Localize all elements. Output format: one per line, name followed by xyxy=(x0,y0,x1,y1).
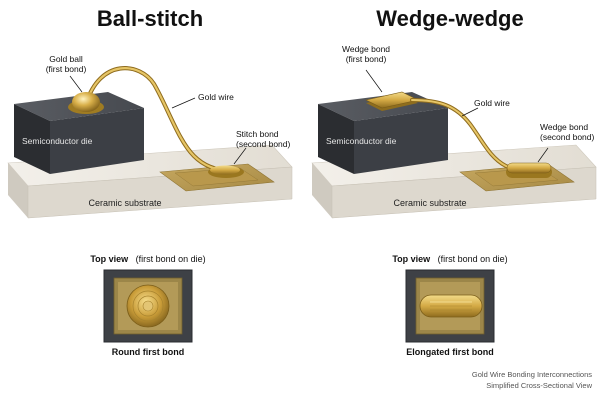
right-first-bond-label-2: (first bond) xyxy=(346,54,387,64)
figure-caption-subtitle: Simplified Cross-Sectional View xyxy=(486,381,592,390)
left-top-view-heading: Top view (first bond on die) xyxy=(90,249,205,266)
left-bond-caption: Round first bond xyxy=(112,347,184,357)
right-substrate-label: Ceramic substrate xyxy=(393,198,466,208)
wedge-wedge-title: Wedge-wedge xyxy=(376,6,524,31)
ball-stitch-title: Ball-stitch xyxy=(96,6,204,31)
right-second-bond-label-2: (second bond) xyxy=(540,132,595,142)
figure-caption-title: Gold Wire Bonding Interconnections xyxy=(471,370,592,379)
wedge-second-bond xyxy=(506,162,552,178)
left-substrate-label: Ceramic substrate xyxy=(88,198,161,208)
left-wire-label: Gold wire xyxy=(198,92,234,102)
right-top-view-die xyxy=(405,269,495,343)
right-top-view-heading: Top view (first bond on die) xyxy=(392,249,507,266)
left-first-bond-label-1: Gold ball xyxy=(49,54,83,64)
right-die-label: Semiconductor die xyxy=(326,136,397,146)
right-bond-caption: Elongated first bond xyxy=(406,347,494,357)
left-top-view-bold: Top view xyxy=(90,254,129,264)
right-top-view-bold: Top view xyxy=(392,254,431,264)
stitch-bond xyxy=(208,165,244,178)
left-top-view-die xyxy=(103,269,193,343)
right-first-bond-label-1: Wedge bond xyxy=(342,44,390,54)
left-second-bond-label-1: Stitch bond xyxy=(236,129,279,139)
left-first-bond-label-2: (first bond) xyxy=(46,64,87,74)
right-wire-label: Gold wire xyxy=(474,98,510,108)
right-top-view-rest: (first bond on die) xyxy=(438,254,508,264)
left-top-view-rest: (first bond on die) xyxy=(136,254,206,264)
left-assembly xyxy=(7,66,293,219)
left-die-label: Semiconductor die xyxy=(22,136,93,146)
right-second-bond-label-1: Wedge bond xyxy=(540,122,588,132)
right-assembly xyxy=(311,69,597,219)
left-second-bond-label-2: (second bond) xyxy=(236,139,291,149)
gold-ball-bond xyxy=(68,92,104,114)
